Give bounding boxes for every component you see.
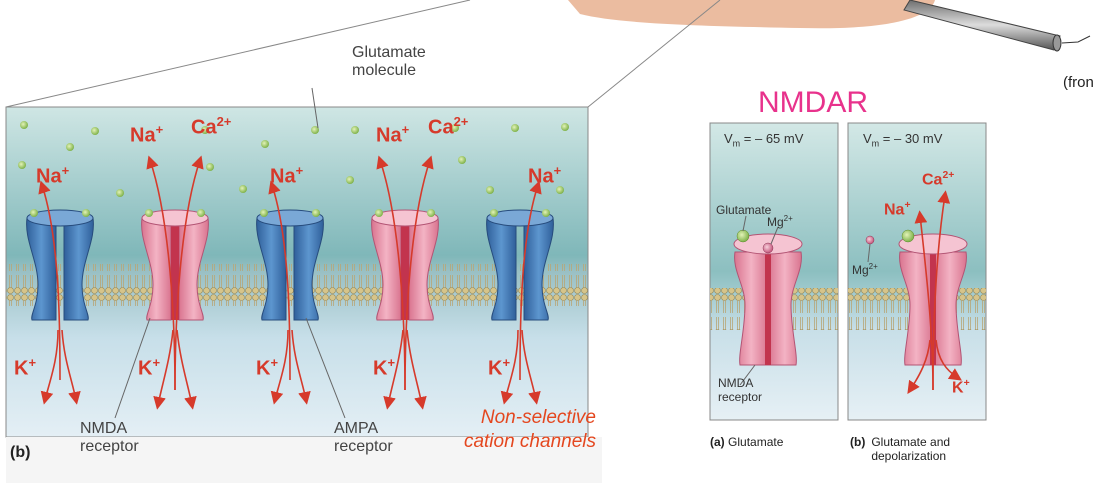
zoom-line-left xyxy=(5,0,471,108)
vm-label-b: Vm = – 30 mV xyxy=(863,131,943,149)
ion-na-2: Na+ xyxy=(130,122,164,147)
tissue-blob xyxy=(568,0,935,29)
ion-na-3: Na+ xyxy=(270,163,304,188)
ion-na-5: Na+ xyxy=(528,163,562,188)
ion-flow-arrows xyxy=(38,155,542,410)
nmda-receptors xyxy=(141,209,439,321)
ion-ca-1: Ca2+ xyxy=(191,114,232,139)
nmda-receptor-label-a: NMDA receptor xyxy=(718,376,763,404)
ion-k-right: K+ xyxy=(952,378,970,397)
ion-k-2: K+ xyxy=(138,355,161,380)
ion-na-4: Na+ xyxy=(376,122,410,147)
caption-a: (a) Glutamate xyxy=(710,435,784,449)
ion-ca-2: Ca2+ xyxy=(428,114,469,139)
top-right-fragment: (fron xyxy=(1063,74,1094,91)
ion-k-5: K+ xyxy=(488,355,511,380)
ion-na-right: Na+ xyxy=(884,200,911,219)
panel-letter-left: (b) xyxy=(10,444,31,461)
glutamate-molecule-label: Glutamate molecule xyxy=(352,44,426,80)
mg-label-b: Mg2+ xyxy=(852,262,878,277)
caption-b: (b)Glutamate and depolarization xyxy=(850,435,951,463)
mg-label-a: Mg2+ xyxy=(767,214,793,229)
nmdar-title: NMDAR xyxy=(758,86,868,119)
ampa-receptors xyxy=(26,209,554,321)
nmda-receptor-b xyxy=(865,229,968,366)
ion-na-1: Na+ xyxy=(36,163,70,188)
nmda-receptor-label: NMDA receptor xyxy=(80,420,139,456)
nmda-receptor-a xyxy=(733,229,803,366)
ion-k-3: K+ xyxy=(256,355,279,380)
glutamate-label-a: Glutamate xyxy=(716,203,772,217)
ion-k-1: K+ xyxy=(14,355,37,380)
glutamate-molecules xyxy=(18,121,569,197)
ion-k-4: K+ xyxy=(373,355,396,380)
electrode xyxy=(903,0,1061,51)
ion-ca-right: Ca2+ xyxy=(922,170,955,189)
zoom-line-right xyxy=(587,0,721,108)
ampa-receptor-label: AMPA receptor xyxy=(334,420,393,456)
non-selective-label: Non-selective cation channels xyxy=(463,407,596,452)
vm-label-a: Vm = – 65 mV xyxy=(724,131,804,149)
